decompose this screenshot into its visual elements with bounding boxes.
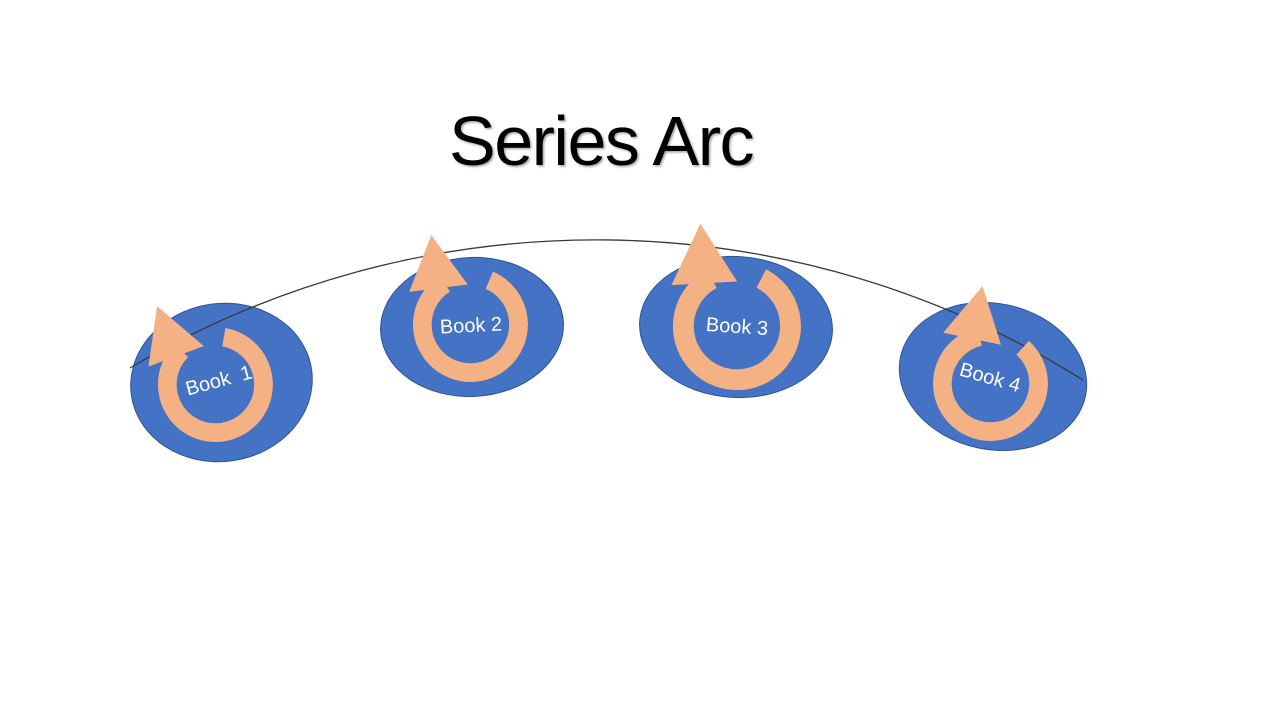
book-2-label: Book 2 — [439, 313, 503, 339]
circular-arrow-icon — [671, 223, 801, 390]
slide-title: Series Arc — [449, 102, 755, 180]
book-3-label: Book 3 — [705, 313, 769, 341]
